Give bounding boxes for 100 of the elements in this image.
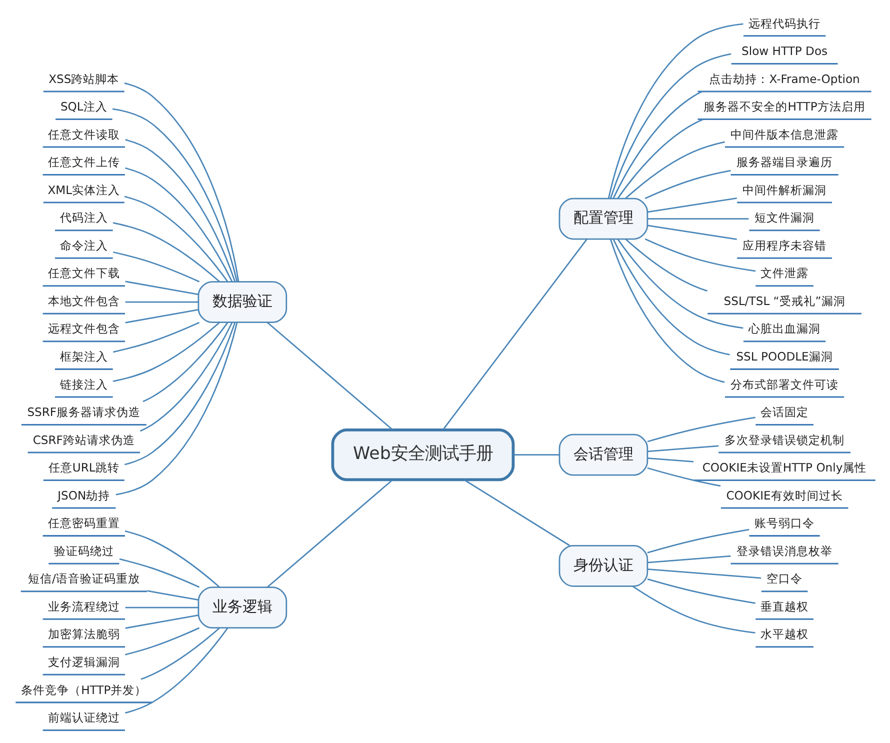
node-text: 支付逻辑漏洞 (47, 654, 120, 669)
connector (612, 90, 702, 199)
connector (112, 322, 200, 353)
node-text: 本地文件包含 (47, 294, 120, 308)
node-text: 文件泄露 (760, 266, 808, 280)
node-box: Web安全测试手册 (330, 428, 514, 482)
connector (616, 118, 703, 199)
node-box: 会话管理 (558, 434, 648, 476)
node-text: 任意密码重置 (47, 516, 120, 530)
connector (646, 224, 736, 240)
node-text: 远程代码执行 (748, 16, 820, 30)
node-text: CSRF跨站请求伪造 (32, 432, 134, 447)
connector (112, 322, 220, 382)
node-text: SSRF服务器请求伪造 (26, 405, 140, 420)
node-text: 短文件漏洞 (754, 210, 814, 225)
node-text: 会话固定 (760, 405, 808, 420)
connector (646, 568, 761, 579)
node-text: 验证码绕过 (53, 544, 114, 558)
connector (124, 301, 198, 303)
node-text: SQL注入 (60, 100, 107, 114)
connector (646, 445, 718, 452)
connector (115, 322, 238, 496)
connector (112, 251, 200, 282)
connector (646, 457, 694, 462)
node-text: 任意文件读取 (47, 127, 120, 142)
connector (112, 222, 220, 282)
node-box: 配置管理 (558, 198, 648, 240)
node-text: 点击劫持：X-Frame-Option (708, 72, 860, 86)
node-text: SSL POODLE漏洞 (736, 350, 832, 364)
connector (646, 555, 730, 564)
node-text: 条件竞争（HTTP并发） (20, 682, 146, 697)
connector (124, 614, 198, 629)
connector (646, 198, 736, 213)
connector (124, 309, 198, 324)
node-text: 业务流程绕过 (47, 599, 120, 614)
connector (609, 238, 724, 383)
node-box: 业务逻辑 (197, 586, 287, 628)
node-text: 多次登录错误锁定机制 (724, 432, 844, 447)
node-text: 链接注入 (59, 377, 108, 392)
connector (142, 322, 228, 402)
connector (124, 627, 200, 656)
connector (632, 586, 755, 634)
node-text: 服务器端目录遍历 (736, 155, 832, 170)
node-text: XML实体注入 (47, 182, 120, 197)
connector (124, 627, 228, 714)
connector (124, 280, 198, 296)
node-text: 命令注入 (59, 238, 108, 252)
node-text: COOKIE未设置HTTP Only属性 (702, 460, 866, 475)
node-text: 空口令 (766, 572, 802, 586)
connector (266, 322, 393, 430)
node-text: 短信/语音验证码重放 (27, 572, 140, 586)
node-text: 任意文件下载 (47, 266, 120, 280)
connector (124, 530, 220, 588)
connector (124, 167, 232, 282)
node-text: 任意文件上传 (47, 155, 120, 170)
node-text: 框架注入 (59, 350, 108, 364)
node-text: COOKIE有效时间过长 (726, 488, 842, 502)
connector (463, 479, 570, 546)
node-text: 垂直越权 (760, 599, 808, 614)
connector (646, 578, 755, 604)
connector (607, 23, 743, 199)
node-text: 登录错误消息枚举 (736, 544, 832, 558)
connector (513, 454, 559, 456)
node-text: 前端认证绕过 (47, 710, 120, 725)
node-box: 身份认证 (558, 544, 648, 587)
node-text: 心脏出血漏洞 (748, 322, 820, 336)
connector (124, 82, 239, 282)
node-text: 代码注入 (59, 210, 108, 225)
connector (646, 416, 755, 442)
connector (266, 479, 393, 588)
connector (442, 238, 588, 430)
connector (646, 528, 749, 554)
node-text: Slow HTTP Dos (741, 44, 828, 58)
node-text: 水平越权 (760, 627, 808, 642)
node-text: 任意URL跳转 (48, 460, 119, 475)
connector (112, 108, 238, 282)
node-text: XSS跨站脚本 (48, 72, 119, 86)
node-text: 应用程序未容错 (742, 238, 826, 252)
connector (644, 170, 730, 200)
connector (124, 606, 198, 608)
node-text: SSL/TSL “受戒礼”漏洞 (723, 294, 845, 308)
connector (124, 196, 228, 282)
node-text: 中间件版本信息泄露 (730, 127, 838, 142)
node-text: JSON劫持 (57, 488, 110, 502)
node-text: 中间件解析漏洞 (742, 182, 826, 197)
connector (624, 238, 707, 292)
node-box: 数据验证 (197, 281, 287, 324)
connector (146, 590, 198, 601)
node-text: 分布式部署文件可读 (730, 377, 838, 392)
connector (646, 218, 748, 220)
connector (616, 238, 743, 329)
node-text: 服务器不安全的HTTP方法启用 (703, 100, 865, 114)
node-text: 远程文件包含 (47, 322, 120, 336)
connector (646, 467, 720, 487)
connector (140, 322, 232, 432)
connector (609, 53, 731, 199)
connector (118, 558, 200, 588)
connector (124, 322, 236, 466)
node-text: 账号弱口令 (754, 516, 814, 530)
node-text: 加密算法脆弱 (47, 627, 120, 642)
